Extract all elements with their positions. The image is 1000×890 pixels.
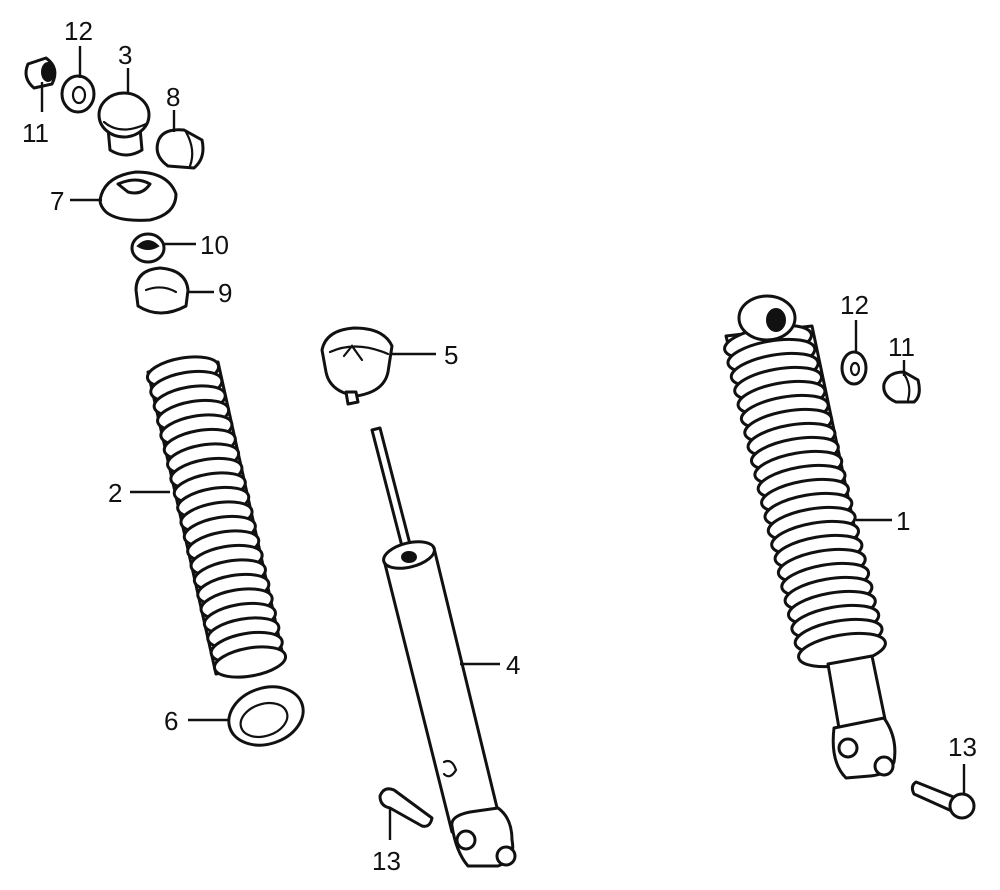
callout-11-right: 11 [888,332,915,362]
part-12-washer-right [840,350,868,386]
part-1-shock-assembly [723,294,897,780]
callout-13-right: 13 [948,732,977,762]
part-4-damper [370,426,517,868]
part-11-bushing-right [882,370,921,404]
part-12-washer-left [60,74,96,114]
callout-5: 5 [444,340,458,370]
part-9-rubber-bump [134,266,190,315]
callout-4: 4 [506,650,520,680]
callout-7: 7 [50,186,64,216]
leader-lines [40,46,966,840]
part-3-upper-cap [97,91,151,157]
part-8-collar [155,128,205,170]
part-5-spring-stopper [320,326,394,406]
callout-9: 9 [218,278,232,308]
part-11-bushing-left [24,56,57,90]
callout-8: 8 [166,82,180,112]
callout-13-left: 13 [372,846,401,876]
callout-labels: 11 12 3 8 7 10 9 2 5 6 4 13 12 11 1 13 [22,16,977,876]
part-7-spring-seat [98,170,178,222]
callout-10: 10 [200,230,229,260]
callout-11-left: 11 [22,118,49,148]
part-6-ring [227,685,305,747]
part-13-bolt-right [910,780,976,820]
callout-1: 1 [896,506,910,536]
callout-3: 3 [118,40,132,70]
callout-12-left: 12 [64,16,93,46]
part-2-coil-spring [145,355,288,679]
callout-2: 2 [108,478,122,508]
part-13-bolt-left [378,787,434,828]
spring-coil [212,645,288,679]
callout-6: 6 [164,706,178,736]
callout-12-right: 12 [840,290,869,320]
part-10-rubber-small [130,232,166,264]
